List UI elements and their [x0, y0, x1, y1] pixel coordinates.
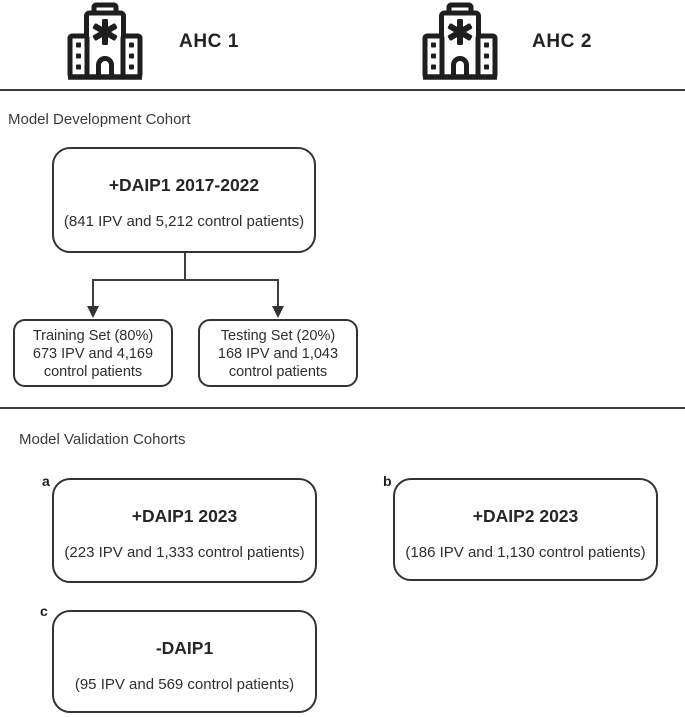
testing-set-line1: Testing Set (20%) [220, 328, 336, 344]
training-set-line1: Training Set (80%) [32, 328, 154, 344]
validation-box-a: +DAIP1 2023 (223 IPV and 1,333 control p… [52, 478, 317, 583]
connector-drop-left [92, 279, 94, 307]
site-label-ahc2: AHC 2 [532, 31, 593, 52]
validation-section-title: Model Validation Cohorts [19, 431, 186, 448]
development-cohort-title: +DAIP1 2017-2022 [108, 175, 260, 195]
testing-set-line2: 168 IPV and 1,043 [217, 346, 339, 362]
connector-branch [92, 279, 279, 281]
panel-label-c: c [40, 603, 48, 619]
arrowhead-right [272, 306, 284, 318]
validation-box-c-subtitle: (95 IPV and 569 control patients) [74, 676, 295, 693]
training-set-line3: control patients [43, 364, 143, 380]
validation-box-c-title: -DAIP1 [155, 638, 214, 658]
testing-set-box: Testing Set (20%) 168 IPV and 1,043 cont… [198, 319, 358, 387]
development-cohort-box: +DAIP1 2017-2022 (841 IPV and 5,212 cont… [52, 147, 316, 253]
testing-set-line3: control patients [228, 364, 328, 380]
site-label-ahc1: AHC 1 [179, 31, 240, 52]
validation-box-a-title: +DAIP1 2023 [131, 506, 238, 526]
hospital-icon [65, 2, 145, 82]
development-cohort-subtitle: (841 IPV and 5,212 control patients) [63, 213, 305, 230]
connector-drop-right [277, 279, 279, 307]
hospital-icon [420, 2, 500, 82]
validation-box-b-subtitle: (186 IPV and 1,130 control patients) [405, 544, 646, 561]
panel-label-b: b [383, 473, 392, 489]
panel-label-a: a [42, 473, 50, 489]
section-divider-bottom [0, 407, 685, 409]
training-set-line2: 673 IPV and 4,169 [32, 346, 154, 362]
validation-box-c: -DAIP1 (95 IPV and 569 control patients) [52, 610, 317, 713]
arrowhead-left [87, 306, 99, 318]
development-section-title: Model Development Cohort [8, 111, 191, 128]
training-set-box: Training Set (80%) 673 IPV and 4,169 con… [13, 319, 173, 387]
section-divider-top [0, 89, 685, 91]
connector-stem [184, 253, 186, 280]
validation-box-b: +DAIP2 2023 (186 IPV and 1,130 control p… [393, 478, 658, 581]
validation-box-a-subtitle: (223 IPV and 1,333 control patients) [64, 544, 305, 561]
validation-box-b-title: +DAIP2 2023 [472, 506, 579, 526]
